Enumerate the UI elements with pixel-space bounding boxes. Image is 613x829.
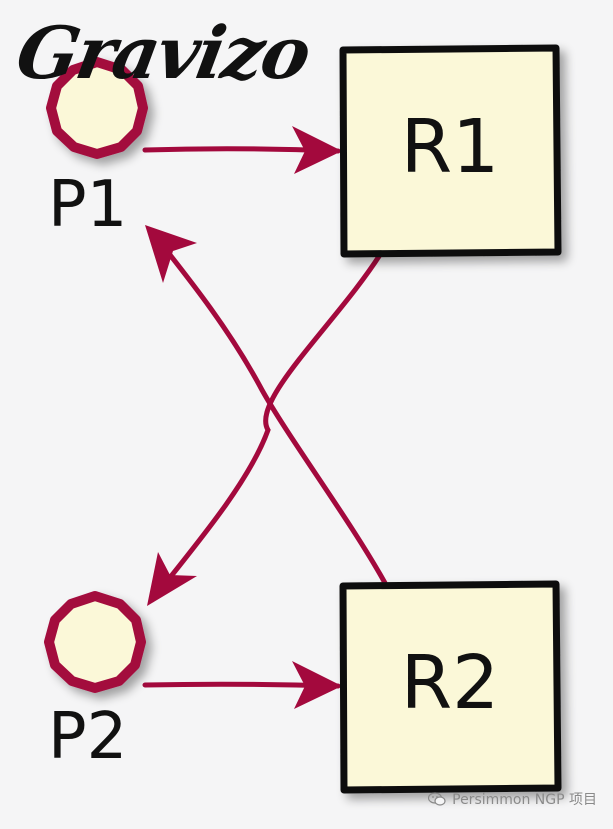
- wechat-icon: [428, 792, 446, 806]
- watermark-text: Persimmon NGP 项目: [452, 792, 597, 808]
- edge-p2-r2: [142, 661, 342, 709]
- logo-text: Gravizo: [10, 10, 316, 95]
- resource-label-r2: R2: [400, 640, 500, 726]
- watermark: Persimmon NGP 项目: [428, 789, 597, 809]
- process-label-p2: P2: [48, 700, 128, 774]
- resource-label-r1: R1: [400, 104, 500, 190]
- resource-box-r2: [339, 580, 562, 794]
- process-label-p1: P1: [48, 168, 128, 242]
- process-node-p2: [44, 591, 146, 693]
- edge-p1-r1: [142, 126, 342, 174]
- process-node-p1: [46, 57, 148, 159]
- edge-r1-p2: [147, 247, 386, 606]
- edge-r2-p1: [145, 225, 388, 586]
- gravizo-logo: Gravizo: [10, 8, 332, 108]
- resource-box-r1: [339, 44, 562, 258]
